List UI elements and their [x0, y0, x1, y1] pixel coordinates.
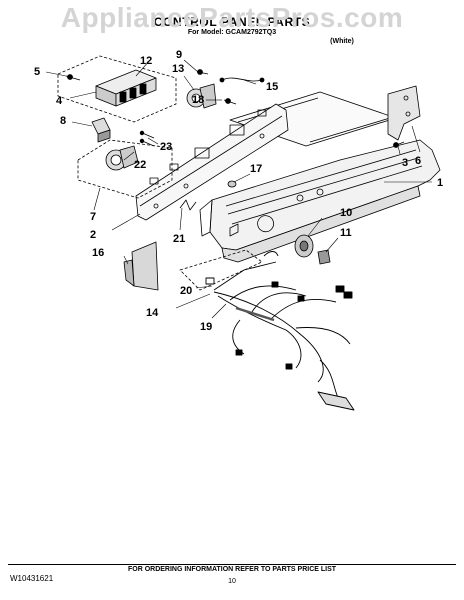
callout-13: 13	[172, 63, 184, 75]
rotary-switch-part	[186, 83, 217, 109]
callout-3: 3	[402, 157, 408, 169]
leader-lines	[45, 59, 432, 319]
callout-1: 1	[437, 177, 443, 189]
document-number: W10431621	[10, 574, 54, 583]
timer-part	[105, 145, 139, 171]
end-cap-right-part	[387, 85, 421, 141]
callout-15: 15	[266, 81, 278, 93]
end-cap-left-part	[123, 241, 159, 291]
model-number: For Model: GCAM2792TQ3	[187, 29, 277, 36]
footer-divider	[8, 564, 456, 565]
knob-part	[294, 234, 314, 258]
screw-part	[393, 141, 405, 148]
color-variant: (White)	[330, 38, 354, 45]
page-number: 10	[228, 578, 236, 585]
page-title: CONTROL PANEL PARTS	[153, 15, 311, 29]
switch-block-part	[95, 69, 157, 107]
screw-part	[223, 98, 237, 105]
callout-2: 2	[90, 229, 96, 241]
callout-7: 7	[90, 211, 96, 223]
wire-harness-part	[205, 251, 355, 411]
watermark: AppliancePartsPros.com	[60, 2, 404, 33]
callout-11: 11	[340, 227, 352, 239]
callout-12: 12	[140, 55, 152, 67]
callout-4: 4	[56, 95, 63, 107]
callout-18: 18	[192, 94, 204, 106]
callout-19: 19	[200, 321, 212, 333]
callout-14: 14	[146, 307, 159, 319]
callout-6: 6	[415, 155, 421, 167]
callout-8: 8	[60, 115, 66, 127]
knob-insert-part	[317, 249, 331, 265]
screw-part	[197, 69, 209, 75]
callout-9: 9	[176, 49, 182, 61]
screw-part	[65, 74, 81, 81]
screw-part	[139, 130, 155, 147]
callout-20: 20	[180, 285, 192, 297]
callout-21: 21	[173, 233, 185, 245]
callout-23: 23	[160, 141, 172, 153]
callout-16: 16	[92, 247, 104, 259]
callout-17: 17	[250, 163, 262, 175]
control-bracket-part	[135, 103, 289, 221]
module-part	[91, 117, 111, 143]
clip-part	[227, 180, 237, 188]
callout-5: 5	[34, 66, 40, 78]
wire-lead-part	[219, 77, 265, 83]
callout-labels: 1 2 3 4 5 6 7 8 9 10 11 12 13 14 15 16 1…	[34, 49, 443, 333]
ordering-note: FOR ORDERING INFORMATION REFER TO PARTS …	[127, 566, 337, 573]
callout-22: 22	[134, 159, 146, 171]
callout-10: 10	[340, 207, 352, 219]
console-part	[199, 139, 441, 263]
clip-part	[179, 199, 197, 211]
